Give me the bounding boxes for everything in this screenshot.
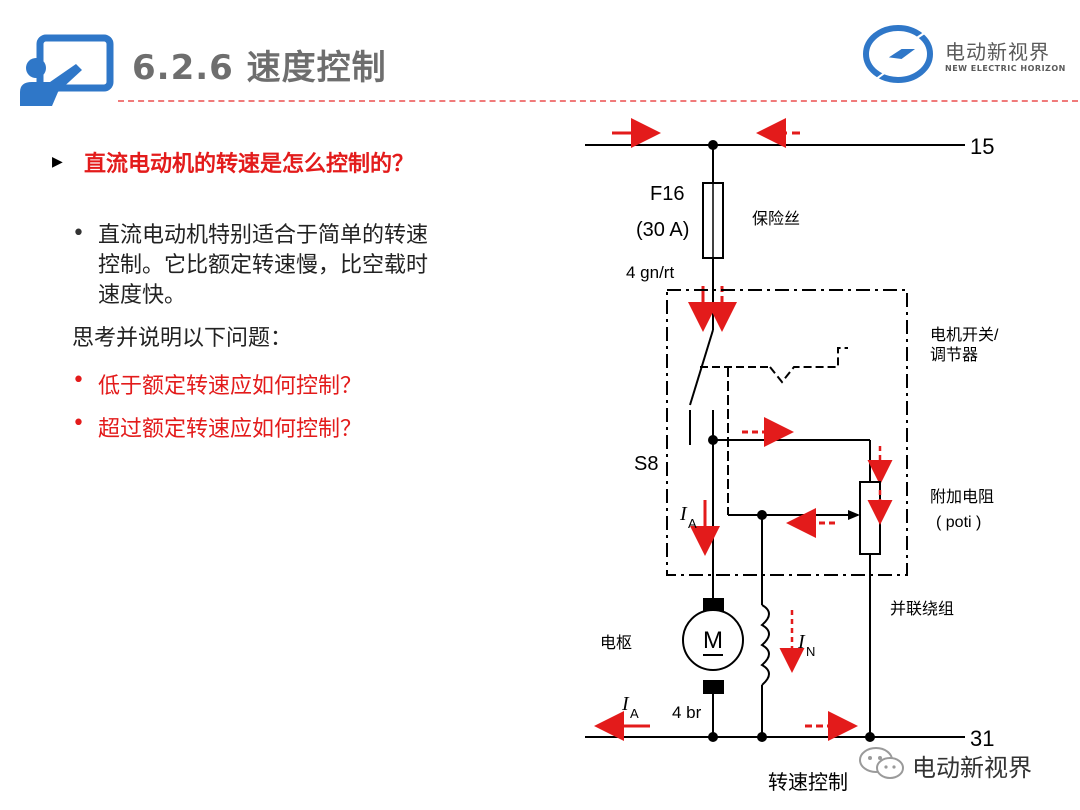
- switch-label-line2: 调节器: [930, 346, 978, 364]
- terminal-31: 31: [970, 726, 994, 751]
- current-bottom-label: I: [621, 693, 630, 715]
- bullet-dot-icon: •: [72, 368, 85, 393]
- brand-name: 电动新视界: [945, 40, 1050, 64]
- resistor-label-line2: ( poti ): [936, 514, 981, 531]
- circuit-diagram: 15 31 F16 (30 A) 保险丝 4 gn/rt S8 电机开关/ 调节…: [580, 118, 1020, 772]
- motor-symbol: M: [703, 627, 723, 654]
- question-item: 超过额定转速应如何控制？: [98, 417, 363, 442]
- terminal-15: 15: [970, 134, 994, 159]
- current-field-label: I: [797, 631, 806, 653]
- switch-label-line1: 电机开关/: [930, 326, 999, 344]
- armature-label: 电枢: [600, 634, 632, 652]
- resistor-label-line1: 附加电阻: [930, 488, 994, 506]
- paragraph-line: 直流电动机特别适合于简单的转速: [98, 223, 429, 248]
- field-label: 并联绕组: [890, 600, 954, 618]
- triangle-bullet-icon: ▶: [52, 154, 63, 170]
- paragraph-line: 控制。它比额定转速慢，比空载时: [98, 253, 429, 278]
- bullet-dot-icon: •: [72, 411, 85, 436]
- paragraph: 直流电动机特别适合于简单的转速 控制。它比额定转速慢，比空载时 速度快。: [98, 221, 518, 311]
- current-armature-label: I: [679, 503, 688, 525]
- brand-subtitle: NEW ELECTRIC HORIZON: [945, 64, 1066, 73]
- wire-top-label: 4 gn/rt: [626, 263, 674, 282]
- fuse-label: 保险丝: [752, 210, 800, 228]
- switch-id: S8: [634, 453, 658, 475]
- prompt-text: 思考并说明以下问题：: [72, 326, 293, 351]
- header-divider: [118, 100, 1078, 102]
- current-armature-sub: A: [688, 516, 697, 531]
- wire-bottom-label: 4 br: [672, 703, 702, 722]
- brand-logo-icon: [858, 18, 945, 92]
- presentation-icon: [20, 30, 116, 110]
- wechat-icon: [858, 746, 906, 786]
- main-question: 直流电动机的转速是怎么控制的？: [84, 152, 415, 177]
- diagram-caption: 转速控制: [768, 770, 848, 794]
- bullet-dot-icon: •: [72, 221, 85, 246]
- page-title: 6.2.6 速度控制: [132, 48, 387, 88]
- current-field-sub: N: [806, 644, 815, 659]
- question-item: 低于额定转速应如何控制？: [98, 374, 363, 399]
- fuse-id: F16: [650, 183, 684, 205]
- fuse-rating: (30 A): [636, 219, 689, 241]
- watermark-text: 电动新视界: [912, 754, 1032, 782]
- paragraph-line: 速度快。: [98, 283, 187, 308]
- current-bottom-sub: A: [630, 706, 639, 721]
